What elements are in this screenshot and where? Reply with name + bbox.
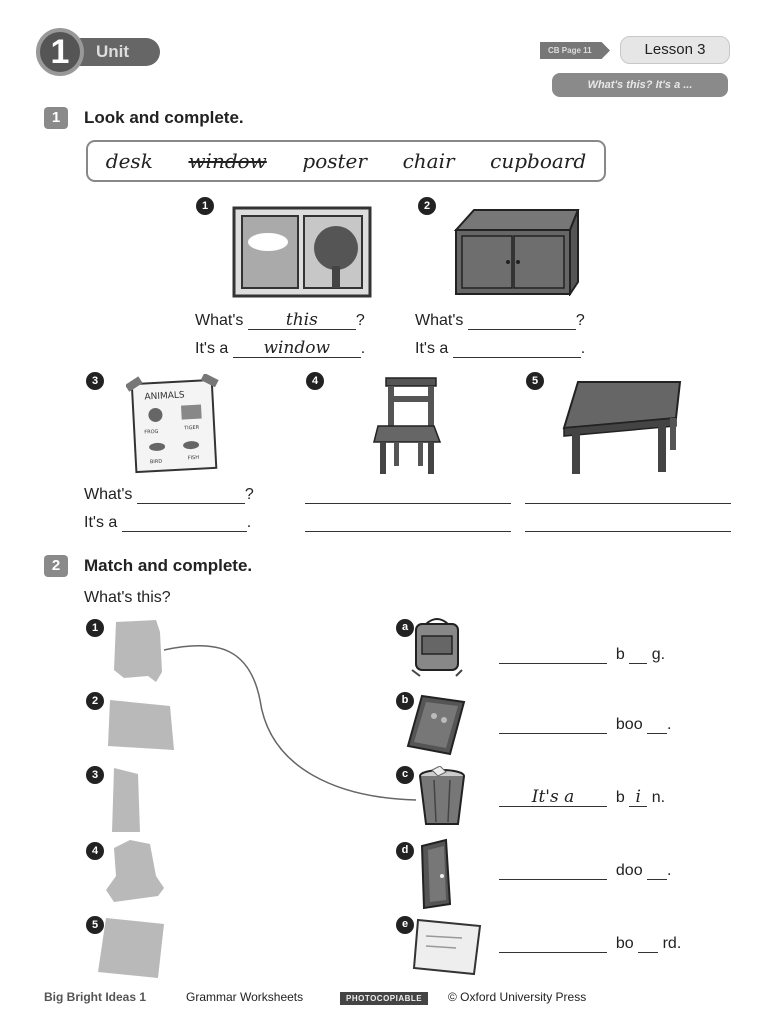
footer-brand: Big Bright Ideas 1: [44, 990, 147, 1004]
item-3-bullet: 3: [86, 372, 104, 390]
right-b-letter-blank[interactable]: [647, 716, 668, 734]
right-b-blank[interactable]: [499, 716, 607, 734]
footer-worksheet: Grammar Worksheets: [186, 990, 304, 1004]
item-2-a-blank[interactable]: [452, 340, 581, 358]
cb-page-tag: CB Page 11: [540, 42, 610, 59]
footer-copyright: © Oxford University Press: [448, 990, 587, 1004]
right-e-bullet: e: [396, 916, 414, 934]
footer-photocopiable: PHOTOCOPIABLE: [340, 992, 429, 1005]
item-1-answer: It's a window.: [195, 338, 366, 358]
right-a-letter-blank[interactable]: [629, 646, 648, 664]
book-illustration[interactable]: [404, 692, 468, 758]
lesson-tab: Lesson 3: [620, 36, 730, 64]
chair-illustration: [373, 377, 442, 474]
silhouette-bin[interactable]: [100, 836, 166, 906]
right-a-blank[interactable]: [499, 646, 607, 664]
unit-number: 1: [36, 28, 84, 76]
left-3-bullet: 3: [86, 766, 104, 784]
door-illustration[interactable]: [418, 838, 458, 910]
section-1-title: Look and complete.: [84, 108, 244, 127]
item-3-q-blank[interactable]: [136, 486, 245, 504]
silhouette-board[interactable]: [96, 914, 168, 980]
word-window: window: [188, 149, 267, 173]
section-2-number: 2: [44, 555, 68, 577]
right-d-letter-blank[interactable]: [647, 862, 668, 880]
silhouette-door[interactable]: [108, 764, 148, 834]
item-2-bullet: 2: [418, 197, 436, 215]
cupboard-illustration: [453, 209, 580, 296]
right-b-bullet: b: [396, 692, 414, 710]
left-5-bullet: 5: [86, 916, 104, 934]
section-2-question: What's this?: [84, 589, 171, 606]
item-2-question: What's ?: [415, 312, 585, 330]
item-1-q-blank[interactable]: this: [247, 312, 356, 330]
item-4-q-line[interactable]: [305, 503, 511, 504]
svg-text:TIGER: TIGER: [183, 425, 200, 432]
right-c-answer: It's a b i n.: [499, 789, 665, 807]
poster-title: ANIMALS: [144, 390, 185, 402]
right-d-blank[interactable]: [499, 862, 607, 880]
right-d-bullet: d: [396, 842, 414, 860]
right-e-letter-blank[interactable]: [638, 935, 659, 953]
svg-text:FISH: FISH: [188, 455, 200, 462]
right-e-blank[interactable]: [499, 935, 607, 953]
bin-illustration[interactable]: [412, 766, 474, 830]
item-4-bullet: 4: [306, 372, 324, 390]
word-desk: desk: [105, 149, 153, 173]
item-5-q-line[interactable]: [525, 503, 731, 504]
item-3-answer: It's a .: [84, 514, 252, 532]
left-2-bullet: 2: [86, 692, 104, 710]
item-1-question: What's this?: [195, 310, 365, 330]
right-b-answer: boo .: [499, 716, 672, 734]
item-1-bullet: 1: [196, 197, 214, 215]
right-a-bullet: a: [396, 619, 414, 637]
svg-text:FROG: FROG: [144, 429, 159, 436]
match-line: [163, 644, 417, 801]
unit-badge: 1 Unit: [36, 28, 160, 76]
silhouette-book[interactable]: [104, 696, 176, 754]
desk-illustration: [562, 381, 682, 474]
item-5-bullet: 5: [526, 372, 544, 390]
item-3-question: What's ?: [84, 486, 254, 504]
word-box: desk window poster chair cupboard: [86, 140, 606, 182]
silhouette-bag[interactable]: [104, 616, 170, 686]
left-1-bullet: 1: [86, 619, 104, 637]
word-poster: poster: [302, 149, 367, 173]
item-2-q-blank[interactable]: [467, 312, 576, 330]
right-d-answer: doo .: [499, 862, 672, 880]
right-c-bullet: c: [396, 766, 414, 784]
lesson-subtitle: What's this? It's a ...: [552, 73, 728, 97]
item-3-a-blank[interactable]: [121, 514, 247, 532]
poster-illustration: ANIMALS FROG TIGER BIRD FISH: [126, 374, 219, 474]
word-chair: chair: [402, 149, 455, 173]
svg-text:BIRD: BIRD: [150, 459, 163, 466]
right-a-answer: b g.: [499, 646, 665, 664]
item-2-answer: It's a .: [415, 340, 586, 358]
bag-illustration[interactable]: [406, 616, 468, 682]
right-e-answer: bo rd.: [499, 935, 681, 953]
right-c-blank[interactable]: It's a: [499, 789, 607, 807]
item-1-a-blank[interactable]: window: [232, 340, 361, 358]
right-c-letter-blank[interactable]: i: [629, 789, 648, 807]
section-1-number: 1: [44, 107, 68, 129]
item-5-a-line[interactable]: [525, 531, 731, 532]
section-2-title: Match and complete.: [84, 556, 253, 575]
board-illustration[interactable]: [412, 916, 484, 978]
window-illustration: [232, 206, 372, 298]
word-cupboard: cupboard: [490, 149, 587, 173]
item-4-a-line[interactable]: [305, 531, 511, 532]
left-4-bullet: 4: [86, 842, 104, 860]
